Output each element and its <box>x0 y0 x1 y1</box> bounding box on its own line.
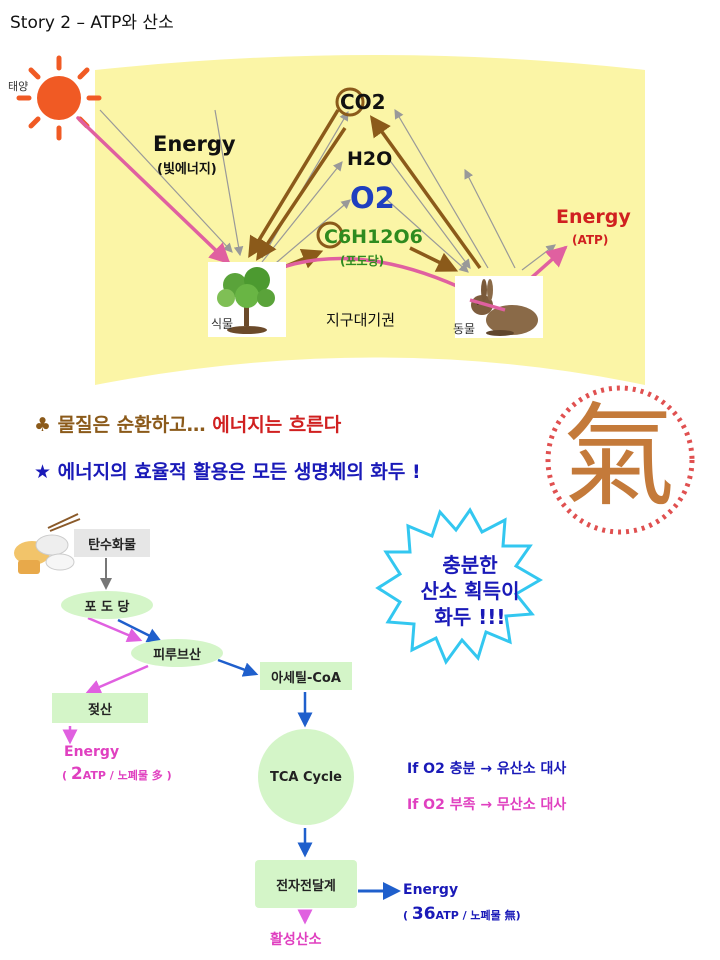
etc-energy-sublabel: ( 36ATP / 노폐물 無) <box>403 904 521 924</box>
acetyl-coa-box: 아세틸-CoA <box>260 662 352 690</box>
etc-energy-label: Energy <box>403 882 459 898</box>
lactate-energy-sublabel: ( 2ATP / 노폐물 多 ) <box>62 764 172 784</box>
star-icon: ★ <box>34 461 52 483</box>
burst-text: 충분한 산소 획득이 화두 !!! <box>385 552 555 630</box>
flow-arrows <box>62 558 401 925</box>
lactate-energy-label: Energy <box>64 744 120 760</box>
statement-1: ♣ 물질은 순환하고… 에너지는 흐른다 <box>34 410 341 437</box>
statement-2-text: 에너지의 효율적 활용은 모든 생명체의 화두 ! <box>57 461 421 483</box>
food-illustration <box>14 513 81 574</box>
atmosphere-label: 지구대기권 <box>326 311 396 329</box>
statement-1-highlight: 에너지는 흐른다 <box>212 414 342 436</box>
energy-atp-sublabel: (ATP) <box>572 233 609 247</box>
club-icon: ♣ <box>34 414 52 436</box>
tca-cycle-node: TCA Cycle <box>270 769 342 785</box>
etc-atp-detail: ATP / 노폐물 無) <box>435 909 521 922</box>
energy-atp-label: Energy <box>556 206 631 228</box>
glucose-node: 포 도 당 <box>84 599 130 615</box>
animal-label: 동물 <box>453 322 476 336</box>
glucose-label: C6H12O6 <box>324 226 423 248</box>
qi-character: 氣 <box>563 392 675 522</box>
lactate-atp-count: 2 <box>70 764 83 784</box>
condition-anaerobic: If O2 부족 → 무산소 대사 <box>407 797 567 813</box>
burst-line-1: 충분한 <box>442 553 498 577</box>
burst-line-3: 화두 !!! <box>434 605 506 629</box>
burst-line-2: 산소 획득이 <box>420 579 520 603</box>
lactate-atp-detail: ATP / 노폐물 多 ) <box>82 769 172 782</box>
etc-atp-count: 36 <box>411 904 436 924</box>
h2o-label: H2O <box>347 148 393 170</box>
sun-icon <box>16 55 102 141</box>
starburst-shape <box>375 507 543 666</box>
energy-light-label: Energy <box>153 132 236 156</box>
energy-light-sublabel: (빛에너지) <box>157 162 217 177</box>
lactate-box: 젖산 <box>52 693 148 723</box>
statement-1-text: 물질은 순환하고… <box>57 414 213 436</box>
etc-box: 전자전달계 <box>255 860 357 908</box>
plant-illustration <box>208 262 286 337</box>
o2-label: O2 <box>350 181 395 215</box>
ros-label: 활성산소 <box>270 932 322 948</box>
page-title: Story 2 – ATP와 산소 <box>10 13 174 33</box>
carbs-box: 탄수화물 <box>74 529 150 557</box>
sun-label: 태양 <box>8 80 29 93</box>
glucose-sublabel: (포도당) <box>340 254 385 268</box>
co2-label: CO2 <box>340 90 386 114</box>
statement-2: ★ 에너지의 효율적 활용은 모든 생명체의 화두 ! <box>34 457 421 484</box>
pyruvate-node: 피루브산 <box>153 647 201 663</box>
plant-label: 식물 <box>211 317 234 331</box>
condition-aerobic: If O2 충분 → 유산소 대사 <box>407 761 567 777</box>
